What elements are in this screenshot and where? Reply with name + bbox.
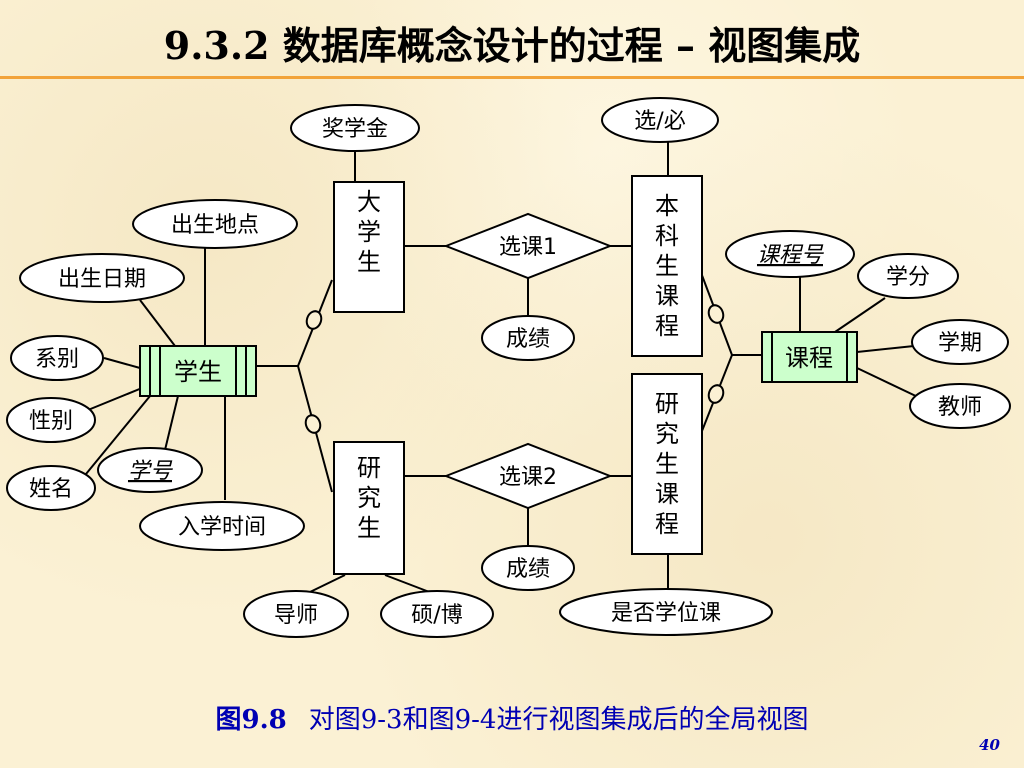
attr-grade1 — [481, 315, 575, 361]
attr-name-label: 姓名 — [29, 477, 73, 502]
relationships — [443, 212, 613, 510]
attr-credit-label: 学分 — [886, 265, 930, 290]
entity-undergrad — [333, 181, 405, 313]
line-semester-course — [856, 345, 915, 353]
attr-birthdate — [19, 253, 185, 303]
entity-gradcourse-label: 研究生课程 — [655, 390, 679, 538]
entity-gradcourse — [631, 373, 703, 555]
entity-student-label: 学生 — [174, 358, 222, 386]
attribute-labels: 出生地点 出生日期 系别 性别 姓名 学号 入学时间 奖学金 成绩 成绩 导师 … — [29, 109, 982, 628]
page-number: 40 — [979, 736, 1000, 754]
subclass-markers — [304, 304, 725, 434]
attribute-ovals — [6, 97, 1011, 638]
line-advisor-grad — [309, 574, 346, 593]
slide-title: 9.3.2 数据库概念设计的过程 – 视图集成 — [163, 23, 861, 68]
line-id-student — [164, 395, 179, 451]
entity-grad — [333, 441, 405, 575]
relationship-select2 — [443, 442, 613, 510]
attr-grade1-label: 成绩 — [506, 327, 550, 352]
attr-student-id — [97, 447, 203, 493]
line-birthdate-student — [139, 299, 176, 347]
entity-boxes — [333, 175, 703, 575]
line-teacher-course — [856, 367, 921, 399]
attr-gender-label: 性别 — [29, 409, 73, 434]
entity-ugcourse-label: 本科生课程 — [655, 192, 679, 340]
attr-grade2-label: 成绩 — [506, 557, 550, 582]
attr-scholarship — [290, 104, 420, 152]
attr-birthplace — [132, 199, 298, 249]
relationship-select1 — [443, 212, 613, 280]
attr-teacher-label: 教师 — [938, 395, 982, 420]
subclass-marker-undergrad — [305, 310, 323, 330]
attr-semester-label: 学期 — [938, 331, 982, 356]
entity-course-label: 课程 — [785, 344, 833, 372]
attr-teacher — [909, 383, 1011, 429]
title-underline — [0, 76, 1024, 79]
attr-elective-label: 选/必 — [634, 109, 685, 134]
attr-course-id — [725, 230, 855, 278]
attr-name — [6, 465, 96, 511]
figure-caption-label: 图9.8 — [215, 705, 287, 735]
relationship-select1-label: 选课1 — [499, 235, 557, 260]
attr-enroll-time-label: 入学时间 — [178, 515, 266, 540]
attr-department-label: 系别 — [35, 347, 79, 372]
attr-advisor — [243, 590, 349, 638]
subclass-marker-grad — [304, 414, 322, 434]
line-credit-course — [834, 297, 886, 333]
attr-degree-label: 硕/博 — [411, 603, 462, 628]
attr-enroll-time — [139, 501, 305, 551]
attr-advisor-label: 导师 — [274, 603, 318, 628]
attr-birthdate-label: 出生日期 — [58, 267, 146, 292]
attr-scholarship-label: 奖学金 — [322, 117, 388, 142]
attr-degree-course — [559, 588, 773, 636]
line-gender-student — [87, 387, 143, 411]
attr-gender — [6, 397, 96, 443]
attr-credit — [857, 253, 959, 299]
attr-student-id-label: 学号 — [128, 459, 173, 484]
subclass-marker-ugcourse — [707, 304, 725, 324]
entity-ugcourse — [631, 175, 703, 357]
connector-lines — [85, 140, 921, 594]
attr-department — [10, 335, 104, 381]
attr-semester — [911, 319, 1009, 365]
entity-course-box — [761, 331, 858, 383]
attr-course-id-label: 课程号 — [757, 243, 824, 268]
line-name-student — [85, 395, 151, 475]
subclass-marker-gradcourse — [707, 384, 725, 404]
entity-undergrad-label: 大学生 — [357, 188, 381, 276]
attr-elective — [601, 97, 719, 143]
entity-grad-label: 研究生 — [357, 454, 381, 542]
attr-birthplace-label: 出生地点 — [171, 213, 259, 238]
relationship-select2-label: 选课2 — [499, 465, 557, 490]
figure-caption-text: 对图9-3和图9-4进行视图集成后的全局视图 — [308, 705, 809, 735]
entity-student: 学生 — [139, 345, 257, 397]
attr-grade2 — [481, 545, 575, 591]
figure-caption: 图9.8 对图9-3和图9-4进行视图集成后的全局视图 — [0, 700, 1024, 740]
line-department-student — [103, 357, 141, 369]
attr-degree-course-label: 是否学位课 — [611, 601, 721, 626]
line-degree-grad — [384, 574, 433, 594]
entity-course: 课程 — [761, 331, 858, 383]
attr-degree — [380, 590, 494, 638]
